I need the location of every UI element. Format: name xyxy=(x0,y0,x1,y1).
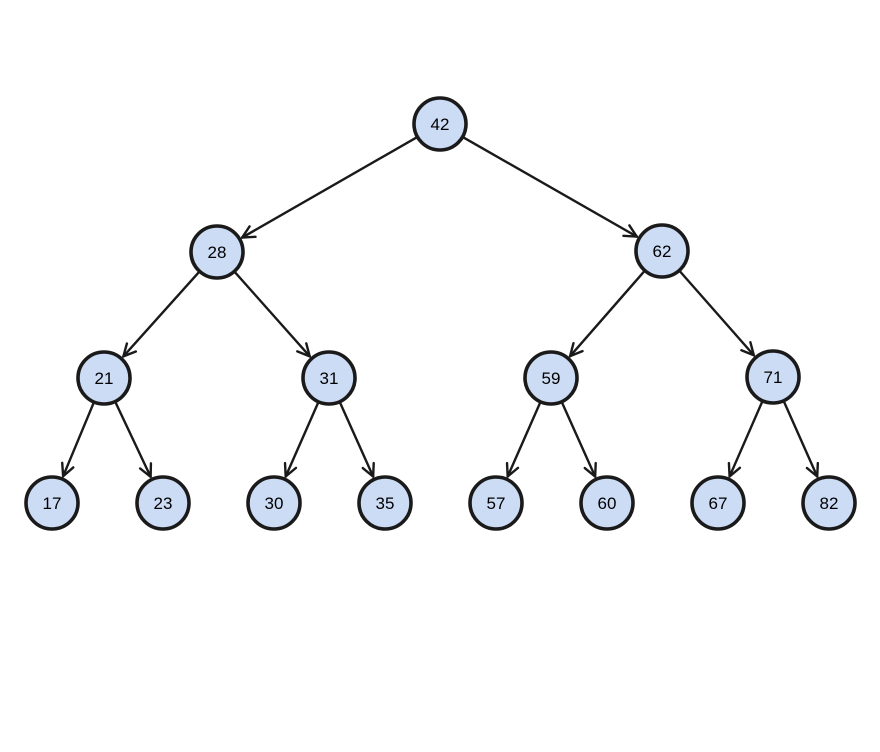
node-circle xyxy=(634,223,690,279)
tree-edge-31-30 xyxy=(283,401,320,478)
tree-edge-71-82 xyxy=(782,400,820,478)
node-circle xyxy=(357,475,413,531)
node-value-label: 17 xyxy=(43,494,62,513)
tree-node-60: 60 xyxy=(579,475,635,531)
tree-edge-59-60 xyxy=(560,401,597,478)
edge-line xyxy=(678,270,756,357)
node-circle xyxy=(135,475,191,531)
node-circle xyxy=(301,350,357,406)
node-value-label: 59 xyxy=(542,369,561,388)
node-circle xyxy=(523,350,579,406)
tree-node-62: 62 xyxy=(634,223,690,279)
node-circle xyxy=(468,475,524,531)
arrowhead-icon xyxy=(61,461,75,478)
tree-node-35: 35 xyxy=(357,475,413,531)
arrowhead-icon xyxy=(622,224,639,238)
tree-node-28: 28 xyxy=(189,224,245,280)
edge-line xyxy=(240,136,418,239)
node-circle xyxy=(24,475,80,531)
node-value-label: 42 xyxy=(431,115,450,134)
edge-line xyxy=(233,270,311,358)
arrowhead-icon xyxy=(122,342,138,358)
node-value-label: 57 xyxy=(487,494,506,513)
tree-edge-28-21 xyxy=(122,270,201,358)
edge-line xyxy=(568,270,646,358)
edge-line xyxy=(61,401,95,478)
edge-line xyxy=(560,401,597,478)
arrowhead-icon xyxy=(361,461,375,478)
node-circle xyxy=(76,350,132,406)
node-value-label: 31 xyxy=(320,369,339,388)
edge-line xyxy=(782,400,819,478)
tree-node-30: 30 xyxy=(246,475,302,531)
node-value-label: 35 xyxy=(376,494,395,513)
node-value-label: 21 xyxy=(95,369,114,388)
arrowhead-icon xyxy=(240,225,257,239)
node-value-label: 23 xyxy=(154,494,173,513)
edge-line xyxy=(284,401,320,478)
edge-line xyxy=(462,136,639,238)
tree-edge-59-57 xyxy=(505,401,542,478)
tree-node-59: 59 xyxy=(523,350,579,406)
arrowhead-icon xyxy=(740,341,756,357)
node-value-label: 30 xyxy=(265,494,284,513)
tree-node-17: 17 xyxy=(24,475,80,531)
tree-edge-28-31 xyxy=(233,270,311,358)
node-value-label: 28 xyxy=(208,243,227,262)
tree-edge-42-28 xyxy=(240,136,418,239)
tree-node-82: 82 xyxy=(801,475,857,531)
node-value-label: 67 xyxy=(709,494,728,513)
arrowhead-icon xyxy=(727,461,742,478)
tree-node-31: 31 xyxy=(301,350,357,406)
tree-edge-71-67 xyxy=(727,400,764,478)
node-value-label: 82 xyxy=(820,494,839,513)
node-circle xyxy=(579,475,635,531)
arrowhead-icon xyxy=(805,461,820,478)
tree-node-67: 67 xyxy=(690,475,746,531)
tree-edge-21-17 xyxy=(61,401,95,478)
tree-node-42: 42 xyxy=(412,96,468,152)
node-circle xyxy=(412,96,468,152)
node-value-label: 60 xyxy=(598,494,617,513)
tree-node-71: 71 xyxy=(745,349,801,405)
tree-edge-21-23 xyxy=(114,401,153,478)
tree-edge-62-59 xyxy=(568,270,646,358)
arrowhead-icon xyxy=(138,462,153,478)
edge-line xyxy=(122,270,201,358)
arrowhead-icon xyxy=(583,461,597,478)
tree-edge-62-71 xyxy=(678,270,756,357)
arrowhead-icon xyxy=(568,341,584,358)
node-circle xyxy=(189,224,245,280)
edge-line xyxy=(506,401,542,478)
node-circle xyxy=(246,475,302,531)
tree-node-21: 21 xyxy=(76,350,132,406)
node-circle xyxy=(801,475,857,531)
node-value-label: 62 xyxy=(653,242,672,261)
edge-line xyxy=(114,401,152,478)
node-circle xyxy=(745,349,801,405)
tree-edge-42-62 xyxy=(462,136,639,238)
arrowhead-icon xyxy=(283,461,298,478)
edge-line xyxy=(338,401,375,478)
arrowhead-icon xyxy=(505,461,520,478)
tree-node-23: 23 xyxy=(135,475,191,531)
tree-edge-31-35 xyxy=(338,401,375,478)
tree-node-57: 57 xyxy=(468,475,524,531)
node-value-label: 71 xyxy=(764,368,783,387)
arrowhead-icon xyxy=(296,342,311,358)
node-circle xyxy=(690,475,746,531)
edge-line xyxy=(728,400,764,478)
